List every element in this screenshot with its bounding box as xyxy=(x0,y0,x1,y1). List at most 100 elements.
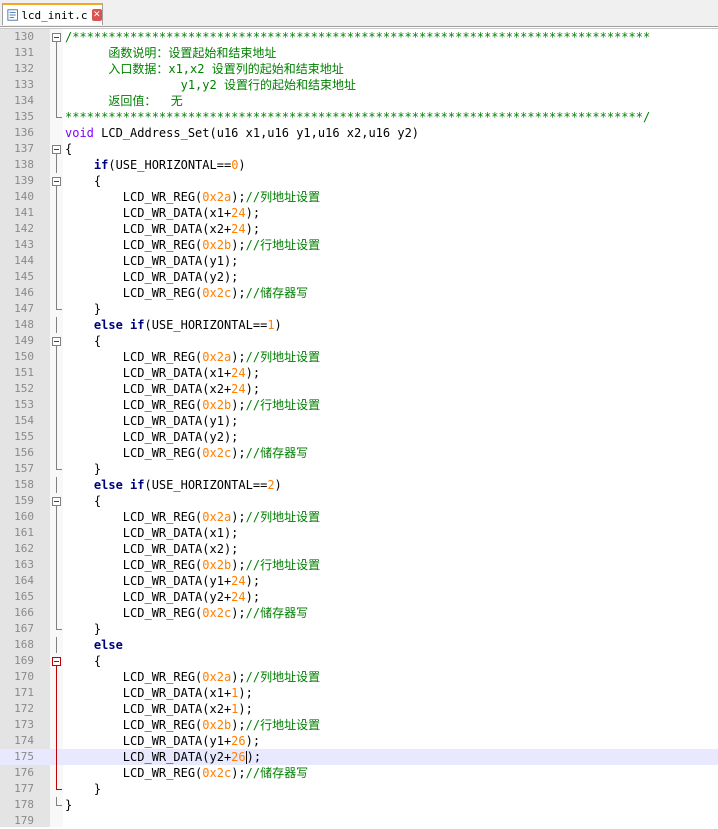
code-line[interactable]: 143 LCD_WR_REG(0x2b);//行地址设置 xyxy=(0,237,718,253)
code-line[interactable]: 137{ xyxy=(0,141,718,157)
code-comment: //列地址设置 xyxy=(245,190,321,204)
code-line[interactable]: 176 LCD_WR_REG(0x2c);//储存器写 xyxy=(0,765,718,781)
code-token xyxy=(65,478,94,492)
code-area[interactable]: 130/************************************… xyxy=(0,29,718,829)
code-line[interactable]: 138 if(USE_HORIZONTAL==0) xyxy=(0,157,718,173)
code-line[interactable]: 171 LCD_WR_DATA(x1+1); xyxy=(0,685,718,701)
code-line[interactable]: 134 返回值： 无 xyxy=(0,93,718,109)
code-text: 函数说明：设置起始和结束地址 xyxy=(65,45,276,61)
code-token: LCD_WR_REG( xyxy=(65,766,203,780)
code-line[interactable]: 146 LCD_WR_REG(0x2c);//储存器写 xyxy=(0,285,718,301)
code-line[interactable]: 133 y1,y2 设置行的起始和结束地址 xyxy=(0,77,718,93)
code-line[interactable]: 170 LCD_WR_REG(0x2a);//列地址设置 xyxy=(0,669,718,685)
code-text: LCD_WR_DATA(x1+1); xyxy=(65,685,253,701)
code-text: LCD_WR_DATA(x1+24); xyxy=(65,205,260,221)
code-line[interactable]: 164 LCD_WR_DATA(y1+24); xyxy=(0,573,718,589)
code-line[interactable]: 155 LCD_WR_DATA(y2); xyxy=(0,429,718,445)
code-line[interactable]: 144 LCD_WR_DATA(y1); xyxy=(0,253,718,269)
line-number: 165 xyxy=(14,590,34,603)
code-line[interactable]: 131 函数说明：设置起始和结束地址 xyxy=(0,45,718,61)
code-token: LCD_WR_REG( xyxy=(65,510,203,524)
fold-toggle-icon[interactable] xyxy=(50,493,63,509)
fold-toggle-icon[interactable] xyxy=(50,333,63,349)
code-line[interactable]: 148 else if(USE_HORIZONTAL==1) xyxy=(0,317,718,333)
code-line[interactable]: 139 { xyxy=(0,173,718,189)
fold-line xyxy=(50,285,63,301)
code-line[interactable]: 150 LCD_WR_REG(0x2a);//列地址设置 xyxy=(0,349,718,365)
fold-line xyxy=(50,541,63,557)
code-text: LCD_WR_DATA(x2+1); xyxy=(65,701,253,717)
code-number: 0x2c xyxy=(202,446,232,460)
code-line[interactable]: 159 { xyxy=(0,493,718,509)
fold-end xyxy=(50,621,63,637)
code-token: LCD_WR_DATA(x2+ xyxy=(65,382,232,396)
fold-toggle-icon[interactable] xyxy=(50,141,63,157)
code-line[interactable]: 179 xyxy=(0,813,718,829)
code-line[interactable]: 165 LCD_WR_DATA(y2+24); xyxy=(0,589,718,605)
code-line[interactable]: 149 { xyxy=(0,333,718,349)
code-token: } xyxy=(65,798,73,812)
code-line[interactable]: 174 LCD_WR_DATA(y1+26); xyxy=(0,733,718,749)
tab-lcd-init[interactable]: lcd_init.c ✕ xyxy=(2,3,103,25)
code-line[interactable]: 153 LCD_WR_REG(0x2b);//行地址设置 xyxy=(0,397,718,413)
close-icon[interactable]: ✕ xyxy=(91,9,102,21)
code-line[interactable]: 168 else xyxy=(0,637,718,653)
code-line[interactable]: 152 LCD_WR_DATA(x2+24); xyxy=(0,381,718,397)
fold-line xyxy=(50,397,63,413)
code-line[interactable]: 154 LCD_WR_DATA(y1); xyxy=(0,413,718,429)
line-number: 153 xyxy=(14,398,34,411)
tab-label: lcd_init.c xyxy=(21,8,88,22)
code-line[interactable]: 173 LCD_WR_REG(0x2b);//行地址设置 xyxy=(0,717,718,733)
code-number: 26 xyxy=(231,750,246,764)
fold-toggle-icon[interactable] xyxy=(50,653,63,669)
line-number: 156 xyxy=(14,446,34,459)
code-line[interactable]: 175 LCD_WR_DATA(y2+26); xyxy=(0,749,718,765)
code-line[interactable]: 132 入口数据：x1,x2 设置列的起始和结束地址 xyxy=(0,61,718,77)
code-line[interactable]: 163 LCD_WR_REG(0x2b);//行地址设置 xyxy=(0,557,718,573)
code-line[interactable]: 141 LCD_WR_DATA(x1+24); xyxy=(0,205,718,221)
code-line[interactable]: 135*************************************… xyxy=(0,109,718,125)
code-comment: //行地址设置 xyxy=(245,398,321,412)
fold-line xyxy=(50,589,63,605)
code-line[interactable]: 169 { xyxy=(0,653,718,669)
code-line[interactable]: 178} xyxy=(0,797,718,813)
code-line[interactable]: 130/************************************… xyxy=(0,29,718,45)
code-comment: //储存器写 xyxy=(245,286,309,300)
code-text: else if(USE_HORIZONTAL==2) xyxy=(65,477,282,493)
code-text: LCD_WR_DATA(y2); xyxy=(65,269,239,285)
code-comment: ****************************************… xyxy=(65,110,651,124)
code-line[interactable]: 161 LCD_WR_DATA(x1); xyxy=(0,525,718,541)
code-line[interactable]: 151 LCD_WR_DATA(x1+24); xyxy=(0,365,718,381)
code-text: LCD_WR_REG(0x2b);//行地址设置 xyxy=(65,717,320,733)
code-token: ); xyxy=(245,734,261,748)
code-token: ); xyxy=(238,686,253,700)
code-line[interactable]: 167 } xyxy=(0,621,718,637)
code-line[interactable]: 177 } xyxy=(0,781,718,797)
code-line[interactable]: 162 LCD_WR_DATA(x2); xyxy=(0,541,718,557)
fold-line xyxy=(50,685,63,701)
code-number: 0x2b xyxy=(202,558,232,572)
code-line[interactable]: 156 LCD_WR_REG(0x2c);//储存器写 xyxy=(0,445,718,461)
code-line[interactable]: 145 LCD_WR_DATA(y2); xyxy=(0,269,718,285)
code-line[interactable]: 158 else if(USE_HORIZONTAL==2) xyxy=(0,477,718,493)
code-text: LCD_WR_DATA(x1); xyxy=(65,525,239,541)
code-comment: 函数说明：设置起始和结束地址 xyxy=(65,46,277,60)
code-line[interactable]: 166 LCD_WR_REG(0x2c);//储存器写 xyxy=(0,605,718,621)
code-comment: 返回值： 无 xyxy=(65,94,183,108)
code-line[interactable]: 172 LCD_WR_DATA(x2+1); xyxy=(0,701,718,717)
code-line[interactable]: 160 LCD_WR_REG(0x2a);//列地址设置 xyxy=(0,509,718,525)
code-number: 0x2a xyxy=(202,190,232,204)
code-text: } xyxy=(65,461,101,477)
code-line[interactable]: 140 LCD_WR_REG(0x2a);//列地址设置 xyxy=(0,189,718,205)
line-number: 171 xyxy=(14,686,34,699)
code-line[interactable]: 142 LCD_WR_DATA(x2+24); xyxy=(0,221,718,237)
code-line[interactable]: 147 } xyxy=(0,301,718,317)
code-line[interactable]: 157 } xyxy=(0,461,718,477)
code-editor[interactable]: 130/************************************… xyxy=(0,28,718,827)
fold-toggle-icon[interactable] xyxy=(50,173,63,189)
code-token: ); xyxy=(231,606,246,620)
code-token: LCD_WR_DATA(y1); xyxy=(65,414,239,428)
code-text: } xyxy=(65,797,72,813)
fold-toggle-icon[interactable] xyxy=(50,29,63,45)
